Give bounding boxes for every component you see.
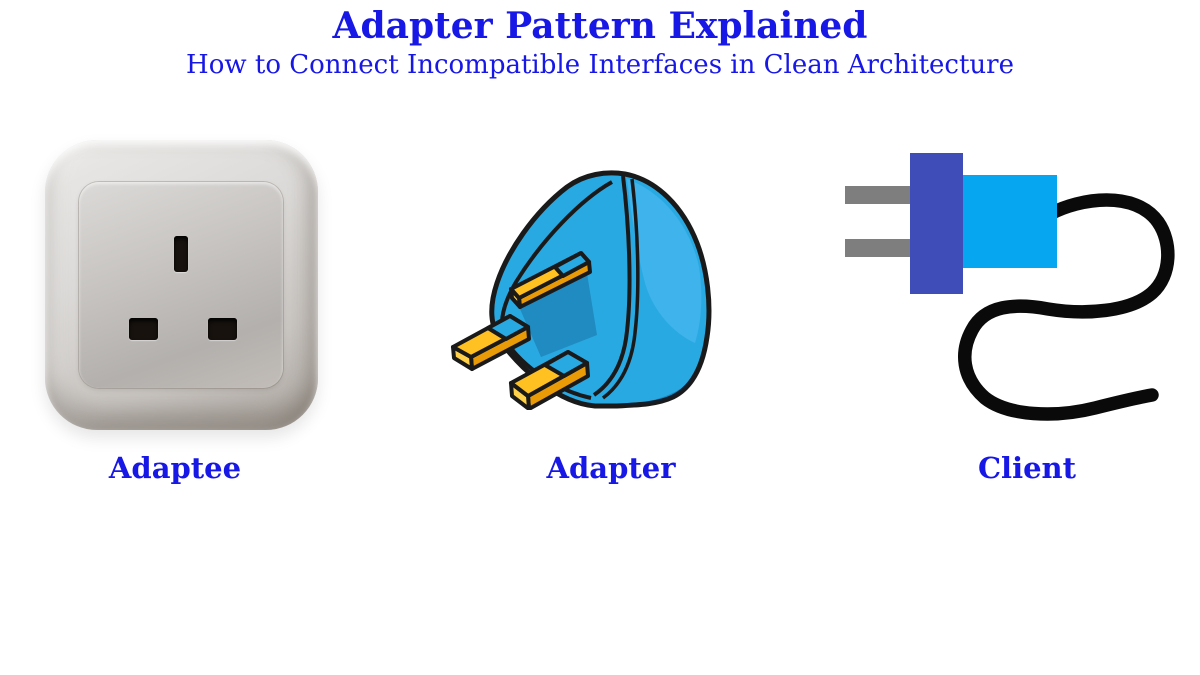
- adapter-bottom-prong: [509, 350, 590, 410]
- page-title: Adapter Pattern Explained: [332, 5, 868, 47]
- charger-body-blue: [963, 175, 1057, 268]
- plug-head-indigo: [910, 153, 963, 294]
- adapter-bottom-shade: [593, 349, 707, 406]
- adapter-label: Adapter: [546, 451, 676, 485]
- adapter-left-prong: [451, 314, 531, 371]
- uk-socket-illustration: [45, 140, 318, 430]
- adaptee-label: Adaptee: [108, 451, 242, 485]
- page-subtitle: How to Connect Incompatible Interfaces i…: [186, 50, 1014, 80]
- face-boundary-line-outer: [592, 175, 632, 397]
- travel-adapter-illustration: [451, 170, 712, 410]
- client-plug-illustration: [845, 150, 1180, 435]
- client-label: Client: [977, 451, 1077, 485]
- socket-face-plate: [79, 182, 283, 388]
- adapter-earth-prong: [509, 251, 592, 309]
- socket-left-slot: [129, 318, 158, 340]
- power-cable: [958, 193, 1175, 421]
- face-boundary-line-inner: [601, 178, 640, 400]
- socket-earth-slot: [174, 236, 188, 272]
- plug-prong-bottom: [845, 239, 911, 257]
- socket-right-slot: [208, 318, 237, 340]
- plug-prong-top: [845, 186, 911, 204]
- adapter-sheen-highlight: [627, 179, 702, 343]
